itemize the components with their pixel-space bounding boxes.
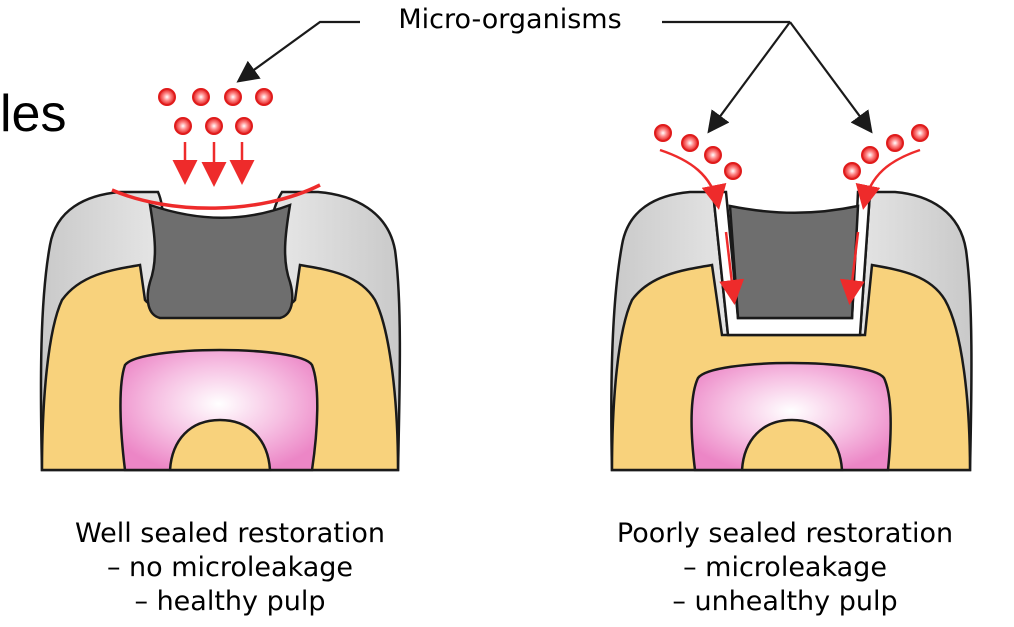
right-tooth bbox=[611, 192, 971, 470]
right-caption-line2: – unhealthy pulp bbox=[560, 585, 1010, 619]
pointer-line-left bbox=[240, 22, 360, 80]
right-caption: Poorly sealed restoration – microleakage… bbox=[560, 517, 1010, 618]
right-restoration bbox=[730, 206, 858, 318]
micro-organism bbox=[705, 147, 721, 163]
left-caption-title: Well sealed restoration bbox=[10, 517, 450, 551]
micro-organism bbox=[887, 135, 903, 151]
right-micro-organisms bbox=[655, 125, 928, 179]
left-tooth bbox=[41, 185, 400, 470]
right-caption-line1: – microleakage bbox=[560, 551, 1010, 585]
micro-organism bbox=[236, 118, 252, 134]
micro-organism bbox=[256, 89, 272, 105]
micro-organism bbox=[844, 163, 860, 179]
micro-organism bbox=[193, 89, 209, 105]
micro-organism bbox=[862, 147, 878, 163]
micro-organism bbox=[682, 135, 698, 151]
pointer-arrow-right-b bbox=[790, 22, 870, 130]
pointer-arrow-right-a bbox=[710, 22, 790, 130]
left-caption-line2: – healthy pulp bbox=[10, 585, 450, 619]
callout-pointers bbox=[240, 22, 870, 130]
left-infiltration-arrows bbox=[185, 142, 242, 182]
left-caption: Well sealed restoration – no microleakag… bbox=[10, 517, 450, 618]
micro-organism bbox=[725, 163, 741, 179]
micro-organism bbox=[159, 89, 175, 105]
micro-organism bbox=[655, 125, 671, 141]
left-micro-organisms bbox=[159, 89, 272, 134]
right-caption-title: Poorly sealed restoration bbox=[560, 517, 1010, 551]
micro-organism bbox=[206, 118, 222, 134]
micro-organism bbox=[175, 118, 191, 134]
left-restoration bbox=[148, 205, 293, 318]
micro-organism bbox=[225, 89, 241, 105]
micro-organism bbox=[912, 125, 928, 141]
left-caption-line1: – no microleakage bbox=[10, 551, 450, 585]
